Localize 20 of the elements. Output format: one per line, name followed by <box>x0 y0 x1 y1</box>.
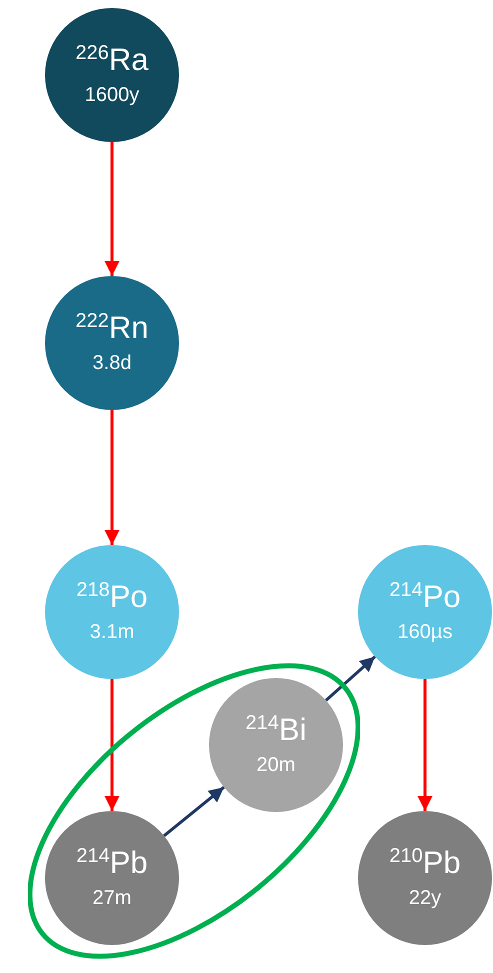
nuclide-symbol: $^{218}$Po <box>76 579 148 615</box>
nuclide-symbol: $^{214}$Po <box>389 579 461 615</box>
nuclide-symbol: $^{214}$Bi <box>246 712 306 748</box>
half-life: 160µs <box>398 620 452 645</box>
nuclide-symbol: $^{214}$Pb <box>76 845 148 881</box>
half-life: 1600y <box>84 83 140 108</box>
nuclide-symbol: $^{226}$Ra <box>75 42 148 78</box>
half-life: 3.1m <box>90 620 134 645</box>
half-life: 22y <box>408 886 442 911</box>
decay-arrow <box>324 656 376 702</box>
nuclide-symbol: $^{222}$Rn <box>75 310 148 346</box>
half-life: 3.8d <box>92 351 132 376</box>
decay-arrow <box>418 679 432 811</box>
nuclide-symbol: $^{210}$Pb <box>389 845 461 881</box>
decay-arrow <box>104 410 120 545</box>
half-life: 20m <box>256 753 296 778</box>
decay-arrow <box>163 786 225 837</box>
decay-arrow <box>104 142 120 276</box>
half-life: 27m <box>92 886 132 911</box>
decay-arrow <box>104 679 120 811</box>
